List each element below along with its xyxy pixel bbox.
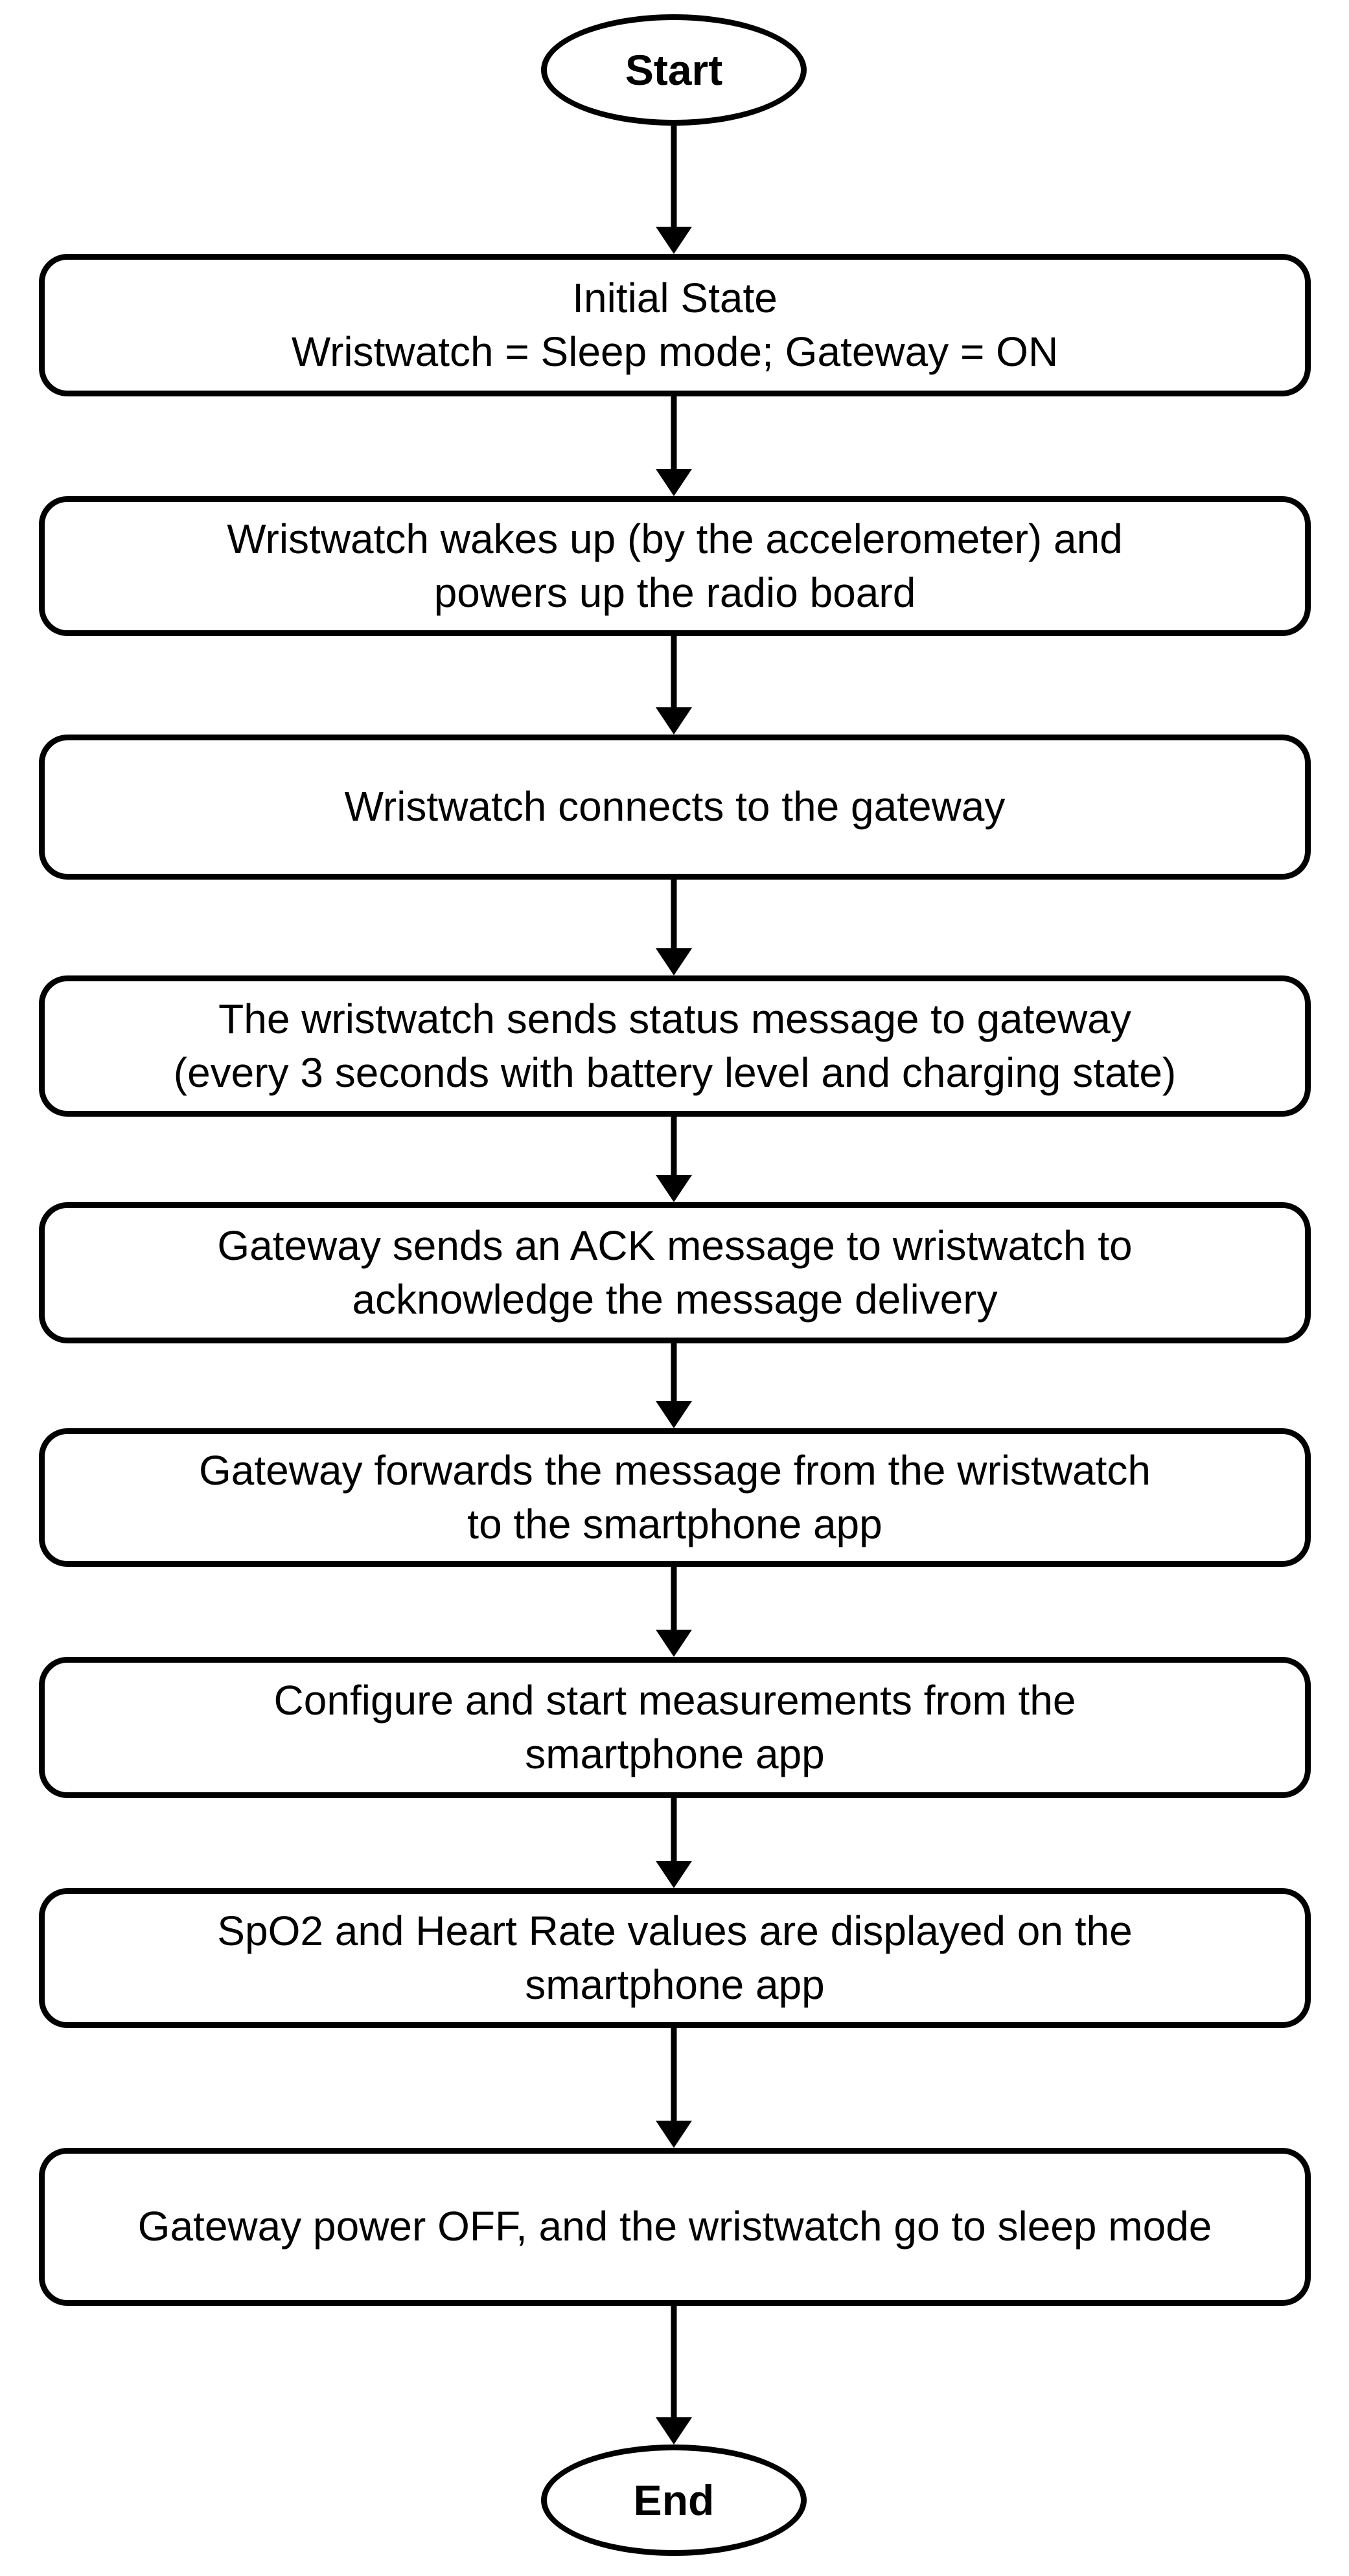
step-4-line-2: (every 3 seconds with battery level and … bbox=[173, 1049, 1177, 1096]
step-8-line-1: SpO2 and Heart Rate values are displayed… bbox=[217, 1907, 1133, 1954]
start-terminal: Start bbox=[541, 14, 807, 126]
connector-arrow-4 bbox=[656, 880, 692, 975]
connector-arrow-3 bbox=[656, 636, 692, 735]
step-8-line-2: smartphone app bbox=[525, 1961, 825, 2008]
step-5-box: Gateway sends an ACK message to wristwat… bbox=[39, 1202, 1311, 1343]
step-8-box: SpO2 and Heart Rate values are displayed… bbox=[39, 1888, 1311, 2028]
step-6-line-1: Gateway forwards the message from the wr… bbox=[199, 1446, 1151, 1494]
arrowhead-icon bbox=[656, 707, 692, 735]
connector-arrow-5 bbox=[656, 1117, 692, 1202]
arrowhead-icon bbox=[656, 1861, 692, 1888]
connector-arrow-7 bbox=[656, 1567, 692, 1657]
arrowhead-icon bbox=[656, 1175, 692, 1202]
step-2-line-2: powers up the radio board bbox=[433, 569, 916, 616]
step-9-box: Gateway power OFF, and the wristwatch go… bbox=[39, 2148, 1311, 2306]
step-1-line-2: Wristwatch = Sleep mode; Gateway = ON bbox=[291, 328, 1059, 375]
step-1-box: Initial State Wristwatch = Sleep mode; G… bbox=[39, 254, 1311, 396]
step-5-line-1: Gateway sends an ACK message to wristwat… bbox=[217, 1222, 1133, 1269]
arrowhead-icon bbox=[656, 1630, 692, 1657]
connector-arrow-10 bbox=[656, 2306, 692, 2445]
step-3-line-1: Wristwatch connects to the gateway bbox=[344, 783, 1006, 830]
arrowhead-icon bbox=[656, 469, 692, 496]
start-label: Start bbox=[625, 46, 723, 94]
step-7-line-2: smartphone app bbox=[525, 1731, 825, 1777]
connector-arrow-2 bbox=[656, 396, 692, 496]
step-5-line-2: acknowledge the message delivery bbox=[352, 1276, 998, 1323]
end-label: End bbox=[633, 2476, 715, 2524]
step-4-line-1: The wristwatch sends status message to g… bbox=[218, 995, 1131, 1042]
connector-arrow-9 bbox=[656, 2028, 692, 2148]
end-terminal: End bbox=[541, 2445, 807, 2556]
step-9-line-1: Gateway power OFF, and the wristwatch go… bbox=[137, 2203, 1212, 2250]
step-7-line-1: Configure and start measurements from th… bbox=[273, 1676, 1076, 1724]
step-3-box: Wristwatch connects to the gateway bbox=[39, 735, 1311, 880]
arrowhead-icon bbox=[656, 948, 692, 975]
step-7-box: Configure and start measurements from th… bbox=[39, 1657, 1311, 1798]
arrowhead-icon bbox=[656, 1401, 692, 1428]
step-6-box: Gateway forwards the message from the wr… bbox=[39, 1428, 1311, 1567]
step-2-line-1: Wristwatch wakes up (by the acceleromete… bbox=[227, 515, 1123, 562]
arrowhead-icon bbox=[656, 227, 692, 254]
step-2-box: Wristwatch wakes up (by the acceleromete… bbox=[39, 496, 1311, 636]
connector-arrow-8 bbox=[656, 1798, 692, 1888]
arrowhead-icon bbox=[656, 2417, 692, 2445]
step-6-line-2: to the smartphone app bbox=[467, 1501, 882, 1547]
step-4-box: The wristwatch sends status message to g… bbox=[39, 975, 1311, 1117]
connector-arrow-6 bbox=[656, 1343, 692, 1428]
connector-arrow-1 bbox=[656, 126, 692, 254]
step-1-line-1: Initial State bbox=[572, 274, 778, 321]
arrowhead-icon bbox=[656, 2121, 692, 2148]
